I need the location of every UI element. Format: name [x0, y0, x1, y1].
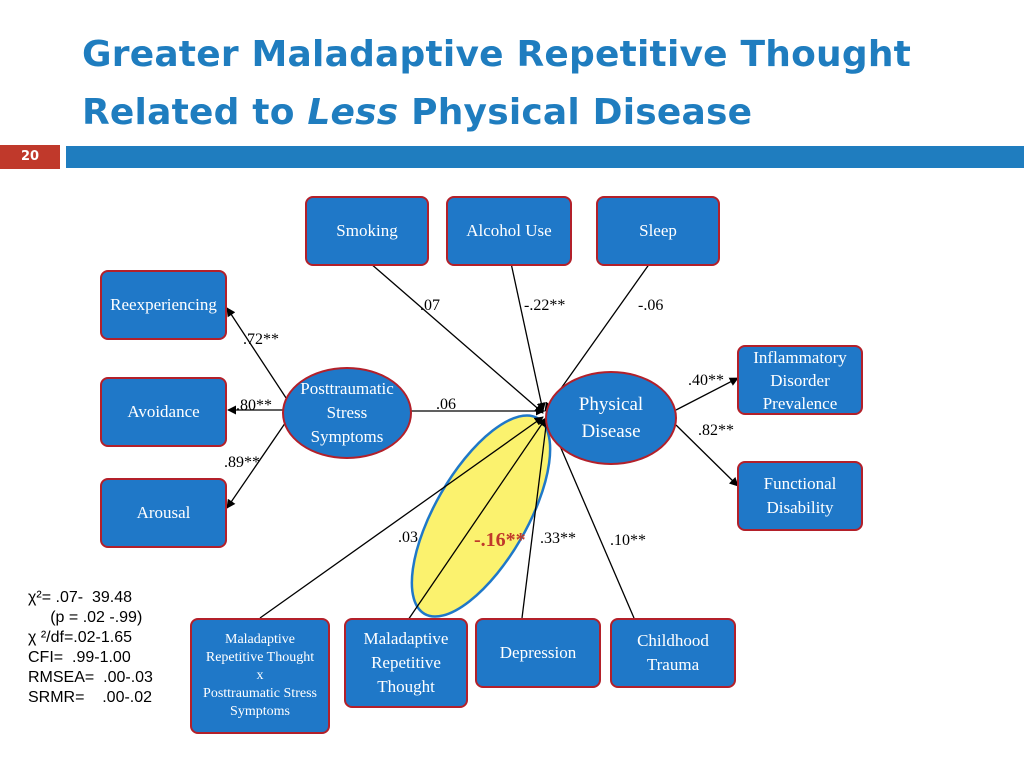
- node-mrt-x-pts-interaction: Maladaptive Repetitive Thought x Posttra…: [190, 618, 330, 734]
- node-maladaptive-repetitive-thought: Maladaptive Repetitive Thought: [344, 618, 468, 708]
- node-mrt-line-1: Maladaptive: [363, 629, 449, 648]
- edge-interaction: [259, 416, 544, 619]
- node-avoidance-label: Avoidance: [127, 402, 200, 421]
- node-mrt-line-2: Repetitive: [371, 653, 441, 672]
- edge-alcohol: [510, 262, 546, 412]
- node-functional-disability: Functional Disability: [737, 461, 863, 531]
- fit-stat-line: (p = .02 -.99): [28, 609, 143, 626]
- node-depression-label: Depression: [499, 643, 577, 662]
- node-mrt-label: Maladaptive Repetitive Thought: [364, 627, 449, 699]
- coef-alcohol: -.22**: [524, 297, 566, 314]
- edge-pd-inflammatory: [675, 377, 739, 411]
- node-inflammatory-label: Inflammatory Disorder Prevalence: [753, 346, 846, 415]
- node-reexperiencing: Reexperiencing: [100, 270, 227, 340]
- node-inflammatory-line-3: Prevalence: [762, 393, 838, 413]
- coef-mrt: -.16**: [474, 529, 526, 551]
- node-childhood-line-1: Childhood: [637, 631, 709, 650]
- node-alcohol-use: Alcohol Use: [446, 196, 572, 266]
- fit-stat-line: CFI= .99-1.00: [28, 649, 131, 666]
- node-posttraumatic-stress-symptoms: Posttraumatic Stress Symptoms: [282, 367, 412, 459]
- node-pts-line-1: Posttraumatic: [300, 379, 394, 398]
- node-interaction-line-2: Repetitive Thought: [205, 650, 315, 665]
- edge-childhood: [547, 417, 635, 619]
- node-arousal-label: Arousal: [136, 503, 191, 522]
- edge-pts-arousal: [226, 415, 291, 509]
- fit-stat-line: χ ²/df=.02-1.65: [28, 629, 133, 646]
- slide-title: Greater Maladaptive Repetitive Thought R…: [82, 26, 1002, 142]
- node-smoking: Smoking: [305, 196, 429, 266]
- node-interaction-line-1: Maladaptive: [225, 632, 295, 647]
- model-fit-statistics: χ²= .07- 39.48 (p = .02 -.99) χ ²/df=.02…: [28, 588, 218, 708]
- coef-interaction: .03: [398, 529, 418, 546]
- node-pts-line-2: Stress: [326, 403, 368, 422]
- edge-mrt: [407, 417, 547, 621]
- node-interaction-line-5: Symptoms: [230, 704, 290, 719]
- node-interaction-line-4: Posttraumatic Stress: [203, 686, 317, 701]
- node-alcohol-label: Alcohol Use: [466, 221, 552, 240]
- node-physical-disease: Physical Disease: [545, 371, 677, 465]
- node-smoking-label: Smoking: [336, 221, 398, 240]
- node-inflammatory-line-2: Disorder: [770, 370, 830, 390]
- edge-pd-functional: [675, 424, 739, 487]
- node-depression: Depression: [475, 618, 601, 688]
- fit-stat-line: χ²= .07- 39.48: [28, 589, 133, 606]
- node-avoidance: Avoidance: [100, 377, 227, 447]
- title-line-2-emphasis: Less: [307, 92, 399, 133]
- node-arousal: Arousal: [100, 478, 227, 548]
- coef-depression: .33**: [540, 530, 576, 547]
- node-pd-line-2: Disease: [581, 421, 641, 442]
- node-physical-disease-label: Physical Disease: [579, 391, 643, 445]
- node-reexperiencing-label: Reexperiencing: [110, 295, 217, 314]
- node-functional-line-2: Disability: [766, 498, 834, 517]
- node-childhood-line-2: Trauma: [646, 655, 700, 674]
- title-line-2-suffix: Physical Disease: [398, 92, 753, 133]
- node-mrt-line-3: Thought: [377, 677, 435, 696]
- title-line-1: Greater Maladaptive Repetitive Thought: [82, 34, 912, 75]
- fit-stat-line: SRMR= .00-.02: [28, 689, 153, 706]
- title-line-2-prefix: Related to: [82, 92, 308, 133]
- node-inflammatory-line-1: Inflammatory: [753, 347, 847, 367]
- title-divider-bar: [66, 146, 1024, 168]
- coef-avoidance: .80**: [236, 397, 272, 414]
- coef-reexperiencing: .72**: [243, 331, 279, 348]
- coef-arousal: .89**: [224, 454, 260, 471]
- coef-sleep: -.06: [638, 297, 664, 314]
- node-pts-label: Posttraumatic Stress Symptoms: [300, 377, 393, 449]
- node-interaction-label: Maladaptive Repetitive Thought x Posttra…: [203, 631, 317, 721]
- edge-smoking: [369, 262, 544, 414]
- fit-stat-line: RMSEA= .00-.03: [28, 669, 153, 686]
- node-pts-line-3: Symptoms: [310, 427, 384, 446]
- slide-number: 20: [0, 145, 60, 169]
- coef-childhood: .10**: [610, 532, 646, 549]
- edge-depression: [521, 417, 551, 619]
- node-functional-label: Functional Disability: [764, 472, 837, 520]
- node-pd-line-1: Physical: [578, 394, 644, 415]
- node-interaction-line-3: x: [256, 668, 264, 683]
- coef-pts-to-pd: .06: [436, 396, 456, 413]
- coef-inflammatory: .40**: [688, 372, 724, 389]
- node-childhood-label: Childhood Trauma: [637, 629, 709, 677]
- edge-pts-reexperiencing: [226, 307, 291, 405]
- title-line-2: Related to Less Physical Disease: [82, 84, 1002, 142]
- coef-smoking: .07: [420, 297, 440, 314]
- node-inflammatory-disorder-prevalence: Inflammatory Disorder Prevalence: [737, 345, 863, 415]
- node-functional-line-1: Functional: [763, 474, 837, 493]
- coef-functional: .82**: [698, 422, 734, 439]
- node-childhood-trauma: Childhood Trauma: [610, 618, 736, 688]
- node-sleep: Sleep: [596, 196, 720, 266]
- node-sleep-label: Sleep: [639, 221, 677, 240]
